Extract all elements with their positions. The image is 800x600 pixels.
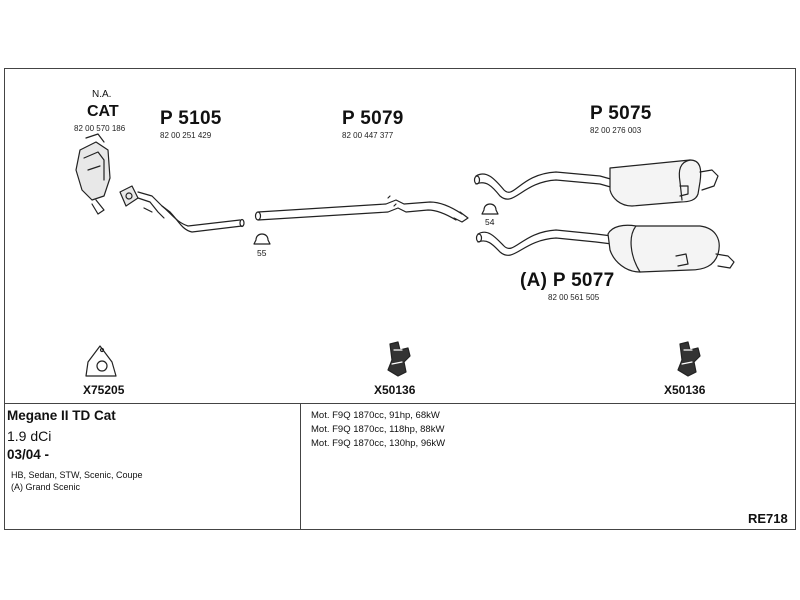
accessory-code-gasket: X75205: [83, 383, 125, 397]
part-ref-p5077: 82 00 561 505: [548, 293, 600, 302]
accessory-code-hanger: X50136: [374, 383, 416, 397]
cat-label: CAT: [87, 103, 119, 120]
table-divider-horizontal: [4, 403, 796, 404]
motor-spec: Mot. F9Q 1870cc, 91hp, 68kW: [311, 410, 440, 421]
part-number-p5105: P 5105: [160, 108, 222, 129]
motor-spec: Mot. F9Q 1870cc, 118hp, 88kW: [311, 424, 445, 435]
middle-pipe-p5079-icon: [254, 195, 469, 223]
vehicle-model: Megane II TD Cat: [7, 408, 116, 423]
clamp-55-label: 55: [257, 248, 267, 258]
cat-na-label: N.A.: [92, 89, 112, 100]
diagram-code: RE718: [748, 511, 788, 526]
part-ref-p5079: 82 00 447 377: [342, 131, 394, 140]
part-number-p5077: (A) P 5077: [520, 270, 615, 291]
clamp-54-label: 54: [485, 217, 495, 227]
motor-spec: Mot. F9Q 1870cc, 130hp, 96kW: [311, 438, 446, 449]
vehicle-body-types: HB, Sedan, STW, Scenic, Coupe: [11, 470, 143, 480]
part-ref-p5105: 82 00 251 429: [160, 131, 212, 140]
part-number-p5079: P 5079: [342, 108, 404, 129]
clamp-55-icon: [253, 233, 271, 245]
vehicle-variant: (A) Grand Scenic: [11, 482, 81, 492]
hanger-icon: [677, 341, 701, 377]
front-pipe-p5105-icon: [119, 185, 245, 233]
catalytic-converter-icon: [75, 133, 111, 215]
vehicle-engine: 1.9 dCi: [7, 428, 52, 444]
part-number-p5075: P 5075: [590, 103, 652, 124]
hanger-icon: [387, 341, 411, 377]
accessory-code-hanger: X50136: [664, 383, 706, 397]
rear-silencer-p5077-icon: [475, 224, 735, 273]
cat-ref-number: 82 00 570 186: [74, 124, 126, 133]
gasket-icon: [85, 345, 117, 377]
clamp-54-icon: [481, 203, 499, 215]
part-ref-p5075: 82 00 276 003: [590, 126, 642, 135]
table-divider-vertical: [300, 403, 301, 530]
diagram-frame: [4, 68, 796, 530]
rear-silencer-p5075-icon: [473, 159, 719, 207]
vehicle-date: 03/04 -: [7, 447, 50, 462]
